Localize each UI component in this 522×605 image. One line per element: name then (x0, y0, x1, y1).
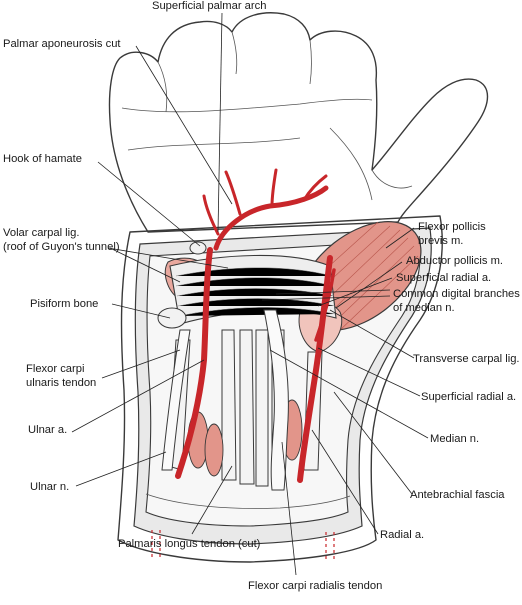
label-abductor-pollicis: Abductor pollicis m. (406, 255, 503, 267)
arteries (175, 168, 336, 483)
label-antebrachial-fascia: Antebrachial fascia (410, 489, 505, 501)
forearm-skin (117, 215, 443, 563)
label-flexor-pollicis-brevis-sub: brevis m. (418, 235, 463, 247)
hand-outline (108, 12, 489, 233)
palmar-branch-2 (270, 168, 278, 208)
label-transverse-carpal-lig: Transverse carpal lig. (413, 353, 520, 365)
label-volar-carpal-lig: Volar carpal lig. (3, 227, 80, 239)
thumb-crease (371, 169, 413, 189)
label-common-digital-branches: Common digital branches (393, 288, 520, 300)
radial-artery-vessel (297, 255, 333, 483)
finger-crease-2 (231, 31, 238, 75)
label-superficial-radial-artery-2: Superficial radial a. (421, 391, 516, 403)
label-radial-artery: Radial a. (380, 529, 424, 541)
label-common-digital-branches-sub: of median n. (393, 302, 455, 314)
palmar-branch-1 (224, 170, 242, 216)
label-median-nerve: Median n. (430, 433, 479, 445)
labels: Superficial palmar arch Palmar aponeuros… (3, 0, 520, 592)
label-palmaris-longus: Palmaris longus tendon (cut) (118, 538, 261, 550)
hook-of-hamate-shape (189, 241, 207, 255)
label-flexor-carpi-ulnaris-sub: ulnaris tendon (26, 377, 96, 389)
tendon-1 (221, 329, 237, 481)
thenar-line (329, 127, 373, 201)
muscle-bellies (187, 399, 303, 477)
tendon-3 (255, 329, 269, 487)
label-ulnar-nerve: Ulnar n. (30, 481, 69, 493)
palmar-branch-3 (302, 174, 328, 202)
palm-crease-2 (127, 137, 301, 151)
tendon-2 (239, 329, 255, 485)
finger-crease-3 (309, 39, 312, 85)
label-superficial-radial-artery-1: Superficial radial a. (396, 272, 491, 284)
label-volar-carpal-lig-sub: (roof of Guyon's tunnel) (3, 241, 120, 253)
palm-crease-1 (121, 98, 373, 113)
palm-outline (108, 12, 489, 233)
pisiform-bone-shape (157, 307, 187, 329)
label-flexor-carpi-radialis: Flexor carpi radialis tendon (248, 580, 382, 592)
transverse-carpal-ligament (157, 241, 337, 329)
label-flexor-carpi-ulnaris: Flexor carpi (26, 363, 84, 375)
label-hook-of-hamate: Hook of hamate (3, 153, 82, 165)
label-flexor-pollicis-brevis: Flexor pollicis (418, 221, 486, 233)
superficial-palmar-arch-vessel (213, 185, 329, 251)
label-pisiform-bone: Pisiform bone (30, 298, 98, 310)
palmar-branch-4 (202, 194, 220, 236)
label-ulnar-artery: Ulnar a. (28, 424, 67, 436)
superficial-radial-artery-vessel (314, 268, 336, 342)
label-superficial-palmar-arch: Superficial palmar arch (152, 0, 266, 12)
finger-crease-1 (157, 61, 168, 113)
leader-lines (71, 12, 429, 576)
ulnar-nerve-shape (161, 329, 191, 471)
incision-marks (151, 530, 335, 560)
antebrachial-fascia-rim (145, 493, 351, 509)
ligament-fibres (175, 267, 336, 317)
label-palmar-aponeurosis-cut: Palmar aponeurosis cut (3, 38, 121, 50)
